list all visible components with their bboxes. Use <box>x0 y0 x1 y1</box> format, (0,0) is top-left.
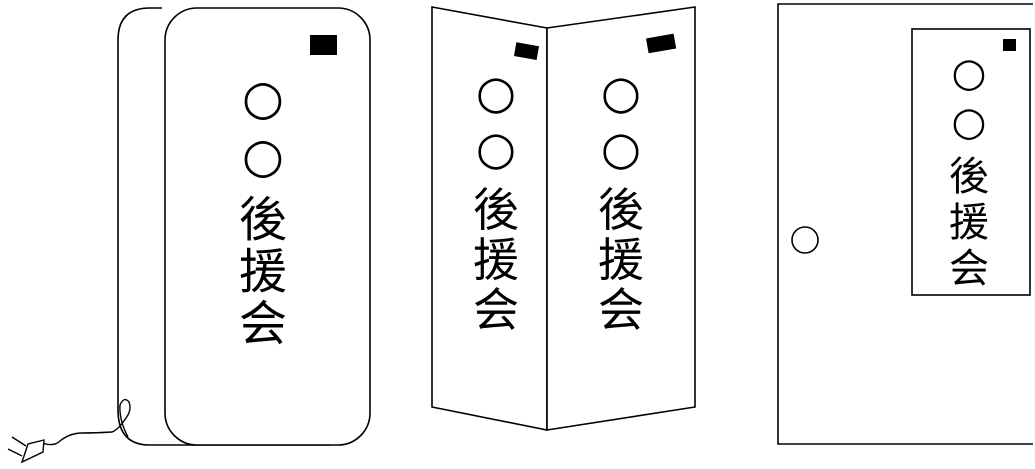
door-sign: ○ ○ 後 援 会 <box>777 3 1033 445</box>
sign-glyph-3: 後 <box>239 192 287 248</box>
sign-back-panel <box>117 7 330 446</box>
door-knob-icon <box>791 226 819 254</box>
plaque-glyph-3: 後 <box>949 154 989 200</box>
left-glyph-5: 会 <box>473 283 519 337</box>
door-plaque <box>911 28 1031 296</box>
folding-sign: ○ ○ 後 援 会 ○ ○ 後 援 会 <box>431 6 696 431</box>
black-marker <box>310 35 337 55</box>
left-glyph-1: ○ <box>476 65 516 119</box>
sign-glyph-4: 援 <box>239 244 287 300</box>
plaque-glyph-5: 会 <box>949 246 989 292</box>
right-glyph-2: ○ <box>601 121 641 175</box>
black-marker <box>513 42 540 60</box>
right-glyph-1: ○ <box>601 65 641 119</box>
left-glyph-2: ○ <box>476 121 516 175</box>
plaque-glyph-2: ○ <box>952 99 987 145</box>
illuminated-sign: ○ ○ 後 援 会 <box>7 7 371 464</box>
left-glyph-4: 援 <box>473 233 519 287</box>
sign-glyph-5: 会 <box>239 296 287 352</box>
plaque-glyph-4: 援 <box>949 200 989 246</box>
right-glyph-5: 会 <box>598 283 644 337</box>
sign-front-panel <box>164 7 371 446</box>
right-glyph-4: 援 <box>598 233 644 287</box>
sign-glyph-1: ○ <box>242 70 284 126</box>
sign-glyph-2: ○ <box>242 128 284 184</box>
power-cord <box>41 398 131 446</box>
folding-sign-right-panel <box>546 6 696 431</box>
black-marker <box>1003 39 1016 51</box>
black-marker <box>645 33 677 54</box>
left-glyph-3: 後 <box>473 183 519 237</box>
right-glyph-3: 後 <box>598 183 644 237</box>
plug-icon <box>7 436 45 464</box>
plaque-glyph-1: ○ <box>952 50 987 96</box>
